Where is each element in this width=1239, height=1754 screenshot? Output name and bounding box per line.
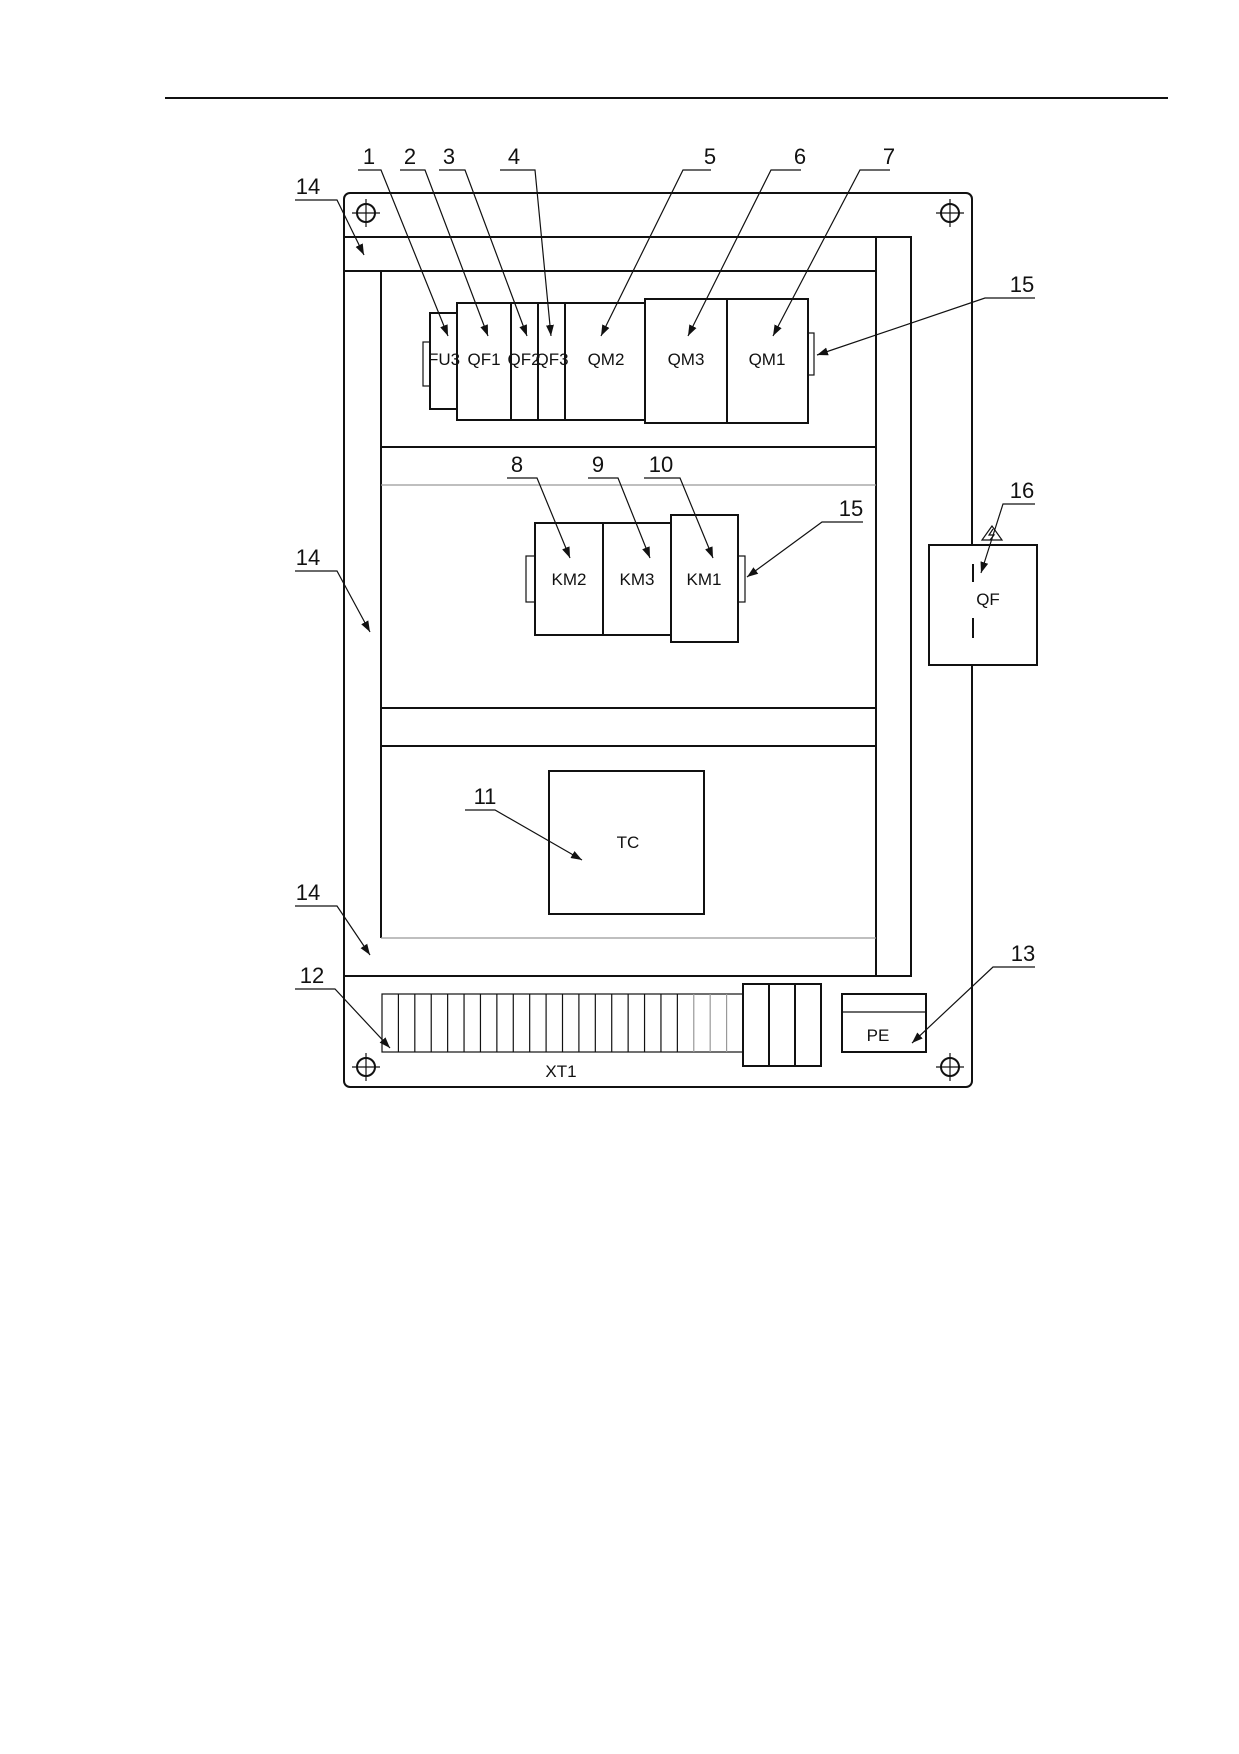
leader-10 [644,477,714,559]
tc-label: TC [617,833,640,852]
leader-1 [358,169,449,337]
leader-12 [295,988,391,1049]
callout-11: 11 [474,784,497,809]
qm3-label: QM3 [668,350,705,369]
qm2-motor-protector [564,302,646,421]
callout-6: 6 [794,144,806,169]
leader-5 [600,169,711,337]
callout-5: 5 [704,144,716,169]
km3-label: KM3 [620,570,655,589]
leader-13 [911,966,1035,1044]
callout-2: 2 [404,144,416,169]
leader-8 [507,477,571,559]
qf3-label: QF3 [535,350,568,369]
leader-16 [980,503,1035,574]
qm3-motor-protector [644,298,728,424]
leader-7 [772,169,890,337]
callout-14a: 14 [296,174,320,199]
km1-end-stop [737,555,746,603]
km1-label: KM1 [687,570,722,589]
qm1-label: QM1 [749,350,786,369]
leader-14a [295,199,365,256]
qm2-label: QM2 [588,350,625,369]
fu3-label: FU3 [428,350,460,369]
qf-main-switch [928,544,1038,666]
leader-15a [816,297,1035,356]
mounting-hole-top-left [352,199,380,227]
callout-13: 13 [1011,941,1035,966]
callout-1: 1 [363,144,375,169]
callout-15b: 15 [839,496,863,521]
callout-4: 4 [508,144,520,169]
inner-frame [343,236,912,977]
mounting-hole-top-right [936,199,964,227]
leader-2 [400,169,489,337]
callout-9: 9 [592,452,604,477]
leader-6 [687,169,801,337]
leader-3 [439,169,528,337]
leader-4 [500,169,554,337]
callout-3: 3 [443,144,455,169]
leader-15b [746,521,863,578]
qm1-end-stop [807,332,815,376]
leader-14b [295,570,371,633]
callout-16: 16 [1010,478,1034,503]
km2-label: KM2 [552,570,587,589]
callout-10: 10 [649,452,673,477]
qm1-motor-protector [726,298,809,424]
callout-14b: 14 [296,545,320,570]
xt1-terminal-block [381,983,822,1067]
qf1-breaker [456,302,512,421]
leader-9 [588,477,651,559]
leader-14c [295,905,371,956]
leader-lines [295,169,1035,1049]
callout-12: 12 [300,963,324,988]
qf1-label: QF1 [467,350,500,369]
mounting-hole-bottom-left [352,1053,380,1081]
km2-end-stop [525,555,536,603]
qf-label: QF [976,590,1000,609]
callout-7: 7 [883,144,895,169]
xt1-label: XT1 [545,1062,576,1081]
leader-11 [465,809,583,861]
tc-transformer [548,770,705,915]
mounting-hole-bottom-right [936,1053,964,1081]
qf2-label: QF2 [507,350,540,369]
km3-contactor [602,522,672,636]
callout-8: 8 [511,452,523,477]
qf2-breaker [510,302,539,421]
callout-15a: 15 [1010,272,1034,297]
callout-14c: 14 [296,880,320,905]
pe-label: PE [867,1026,890,1045]
